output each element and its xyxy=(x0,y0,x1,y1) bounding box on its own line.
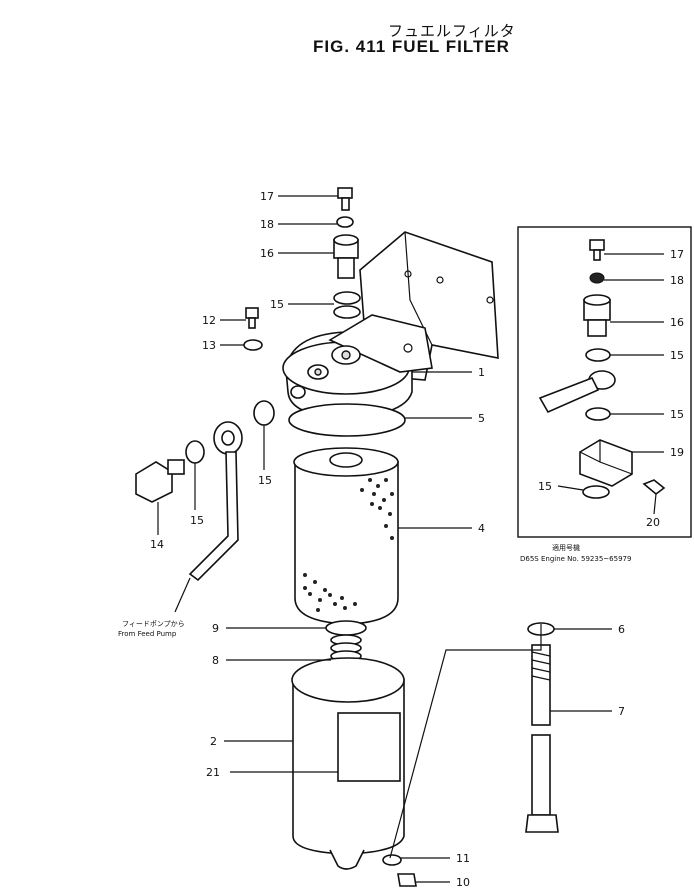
inset-part-number-15: 15 xyxy=(538,480,552,493)
feed-pump-note-japanese: フィードポンプから xyxy=(122,620,185,628)
figure-title: FIG. 411 FUEL FILTER xyxy=(313,37,510,56)
serial-note-japanese: 適用号機 xyxy=(552,543,580,552)
name-plate xyxy=(337,712,401,782)
part-number-5: 5 xyxy=(478,412,485,425)
washer xyxy=(253,400,275,426)
washer xyxy=(243,339,263,351)
part-number-18: 18 xyxy=(260,218,274,231)
inset-part-number-17: 17 xyxy=(670,248,684,261)
part-number-17: 17 xyxy=(260,190,274,203)
filter-head xyxy=(282,314,433,419)
part-number-10: 10 xyxy=(456,876,470,888)
inset-frame xyxy=(517,226,692,538)
part-number-8: 8 xyxy=(212,654,219,667)
bolt-shank xyxy=(341,197,350,211)
part-number-15: 15 xyxy=(190,514,204,527)
part-number-12: 12 xyxy=(202,314,216,327)
washer xyxy=(333,305,361,319)
drain-plug xyxy=(397,873,417,887)
part-number-2: 2 xyxy=(210,735,217,748)
plug xyxy=(135,459,185,503)
washer xyxy=(336,216,354,228)
filter-element xyxy=(293,447,399,625)
inset-detail xyxy=(517,226,692,538)
feed-pump-note: From Feed Pump xyxy=(118,630,177,638)
washer xyxy=(382,854,402,866)
inset-part-number-19: 19 xyxy=(670,446,684,459)
serial-note: D65S Engine No. 59235~65979 xyxy=(520,555,631,563)
bolt xyxy=(337,187,353,199)
part-number-15: 15 xyxy=(258,474,272,487)
part-number-7: 7 xyxy=(618,705,625,718)
part-number-14: 14 xyxy=(150,538,164,551)
part-number-21: 21 xyxy=(206,766,220,779)
part-number-4: 4 xyxy=(478,522,485,535)
gasket xyxy=(325,620,367,636)
part-number-1: 1 xyxy=(478,366,485,379)
figure-title-japanese: フュエルフィルタ xyxy=(388,23,516,40)
part-number-13: 13 xyxy=(202,339,216,352)
part-number-11: 11 xyxy=(456,852,470,865)
inset-part-number-16: 16 xyxy=(670,316,684,329)
o-ring xyxy=(288,403,406,437)
washer xyxy=(333,291,361,305)
washer xyxy=(185,440,205,464)
part-number-15: 15 xyxy=(270,298,284,311)
inset-part-number-20: 20 xyxy=(646,516,660,529)
inset-part-number-15: 15 xyxy=(670,349,684,362)
inset-part-number-18: 18 xyxy=(670,274,684,287)
banjo-bolt xyxy=(333,234,359,279)
part-number-16: 16 xyxy=(260,247,274,260)
part-number-9: 9 xyxy=(212,622,219,635)
leader-lines xyxy=(157,195,612,883)
center-bolt xyxy=(525,644,559,833)
filter-case xyxy=(291,657,405,870)
inset-part-number-15: 15 xyxy=(670,408,684,421)
bolt-shank xyxy=(248,317,256,329)
part-number-6: 6 xyxy=(618,623,625,636)
fuel-hose xyxy=(188,451,239,582)
bolt xyxy=(245,307,259,319)
